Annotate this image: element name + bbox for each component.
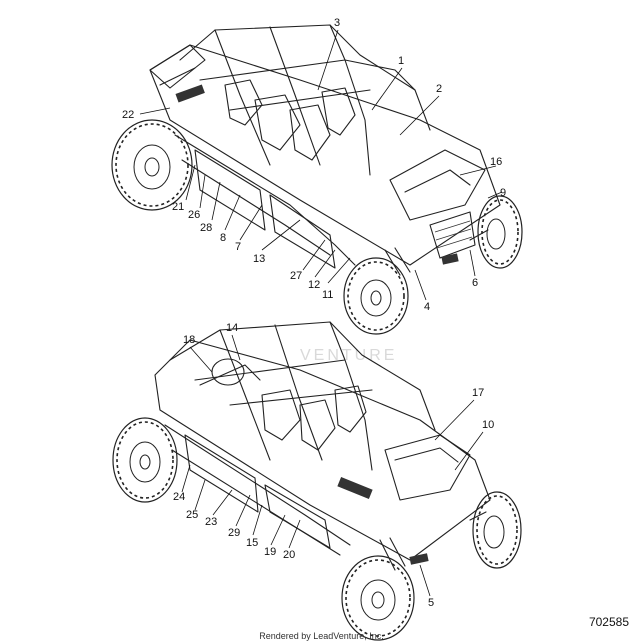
- callout-18: 18: [183, 334, 195, 346]
- callout-15: 15: [246, 537, 258, 549]
- callout-9: 9: [500, 187, 506, 199]
- callout-24: 24: [173, 491, 185, 503]
- top-rear-wheel: [111, 119, 193, 211]
- callout-8: 8: [220, 232, 226, 244]
- callout-14: 14: [226, 322, 238, 334]
- callout-19: 19: [264, 546, 276, 558]
- top-vehicle-illustration: [111, 24, 523, 335]
- callout-2: 2: [436, 83, 442, 95]
- diagram-id-number: 702585: [588, 615, 629, 629]
- bottom-front-right-wheel: [472, 491, 522, 569]
- callout-21: 21: [172, 201, 184, 213]
- callout-12: 12: [308, 279, 320, 291]
- callout-20: 20: [283, 549, 295, 561]
- callout-27: 27: [290, 270, 302, 282]
- callout-16: 16: [490, 156, 502, 168]
- bottom-front-left-wheel: [341, 555, 415, 641]
- callout-23: 23: [205, 516, 217, 528]
- watermark-text: VENTURE: [300, 347, 397, 364]
- callout-3: 3: [334, 17, 340, 29]
- callout-26: 26: [188, 209, 200, 221]
- bottom-vehicle-illustration: [112, 321, 522, 641]
- callout-11: 11: [322, 289, 333, 301]
- callout-29: 29: [228, 527, 240, 539]
- callout-1: 1: [398, 55, 404, 67]
- callout-6: 6: [472, 277, 478, 289]
- callout-25: 25: [186, 509, 198, 521]
- callout-17: 17: [472, 387, 484, 399]
- callout-10: 10: [482, 419, 494, 431]
- top-front-left-wheel: [343, 257, 409, 335]
- render-credit: Rendered by LeadVenture, Inc.: [259, 631, 384, 641]
- callout-5: 5: [428, 597, 434, 609]
- callout-22: 22: [122, 109, 134, 121]
- top-front-right-wheel: [477, 195, 523, 269]
- bottom-rear-wheel: [112, 417, 178, 503]
- callout-4: 4: [424, 301, 430, 313]
- callout-13: 13: [253, 253, 265, 265]
- callout-labels: 1 2 3 4 5 6 7 8 9 10 11 12 13 14 15 16 1…: [122, 17, 506, 609]
- leader-lines: [139, 29, 503, 597]
- callout-7: 7: [235, 241, 241, 253]
- callout-28: 28: [200, 222, 212, 234]
